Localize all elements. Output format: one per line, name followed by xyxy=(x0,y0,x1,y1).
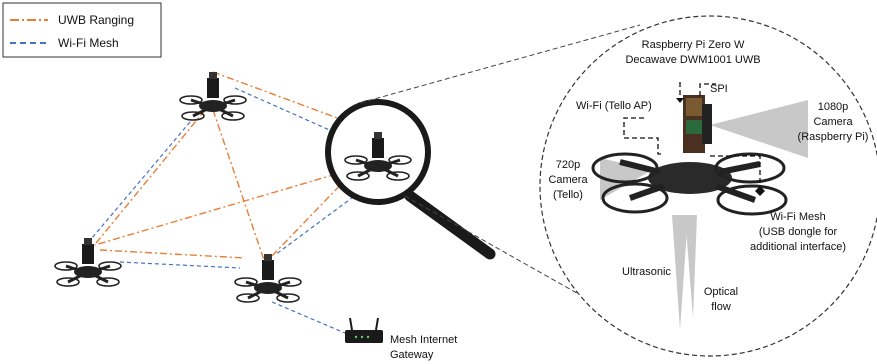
rpi-camera-beam xyxy=(710,100,808,158)
drone-node-left xyxy=(53,236,123,288)
legend-uwb-label: UWB Ranging xyxy=(58,13,134,27)
wifi-mesh-label-2: (USB dongle for xyxy=(759,226,838,238)
uwb-link xyxy=(212,109,265,261)
uwb-link xyxy=(91,109,206,249)
uwb-link xyxy=(99,249,246,259)
wifi-mesh-marker xyxy=(755,186,765,196)
wifi-tello-ap-label: Wi-Fi (Tello AP) xyxy=(576,100,652,112)
router-icon xyxy=(345,330,383,343)
rpi-camera-label-2: Camera xyxy=(813,116,853,128)
gateway-label-line1: Mesh Internet xyxy=(390,334,457,346)
tello-camera-label-2: Camera xyxy=(548,174,588,186)
rpi-camera-label-1: 1080p xyxy=(818,101,849,113)
ultrasonic-label: Ultrasonic xyxy=(622,266,671,278)
wifi-mesh-label-1: Wi-Fi Mesh xyxy=(770,211,826,223)
gateway-label-line2: Gateway xyxy=(390,349,434,361)
spi-label: SPI xyxy=(710,83,728,95)
hardware-label-line2: Decawave DWM1001 UWB xyxy=(625,54,760,66)
drone-detail xyxy=(591,95,788,216)
legend-mesh-label: Wi-Fi Mesh xyxy=(58,36,119,50)
drone-node-top xyxy=(178,70,248,122)
hardware-label-line1: Raspberry Pi Zero W xyxy=(642,39,745,51)
tello-camera-label-1: 720p xyxy=(556,159,580,171)
mesh-gateway xyxy=(345,317,383,343)
wifi-mesh-label-3: additional interface) xyxy=(750,241,846,253)
magnifier xyxy=(325,99,496,260)
zoom-line-top xyxy=(359,24,641,104)
rpi-camera-label-3: (Raspberry Pi) xyxy=(798,131,869,143)
callout-connectors xyxy=(623,82,761,188)
tello-camera-label-3: (Tello) xyxy=(553,189,583,201)
spi-arrow xyxy=(676,98,684,103)
legend: UWB Ranging Wi-Fi Mesh xyxy=(2,2,162,58)
mesh-link xyxy=(91,121,191,239)
optical-flow-label-1: Optical xyxy=(704,286,738,298)
mesh-link xyxy=(271,301,353,337)
uwb-link xyxy=(94,169,351,246)
optical-flow-beam xyxy=(685,215,697,318)
optical-flow-label-2: flow xyxy=(711,301,731,313)
uwb-link xyxy=(269,174,351,259)
ultrasonic-beam xyxy=(672,215,688,330)
mesh-link xyxy=(119,261,241,269)
drone-node-bottom xyxy=(233,252,303,304)
